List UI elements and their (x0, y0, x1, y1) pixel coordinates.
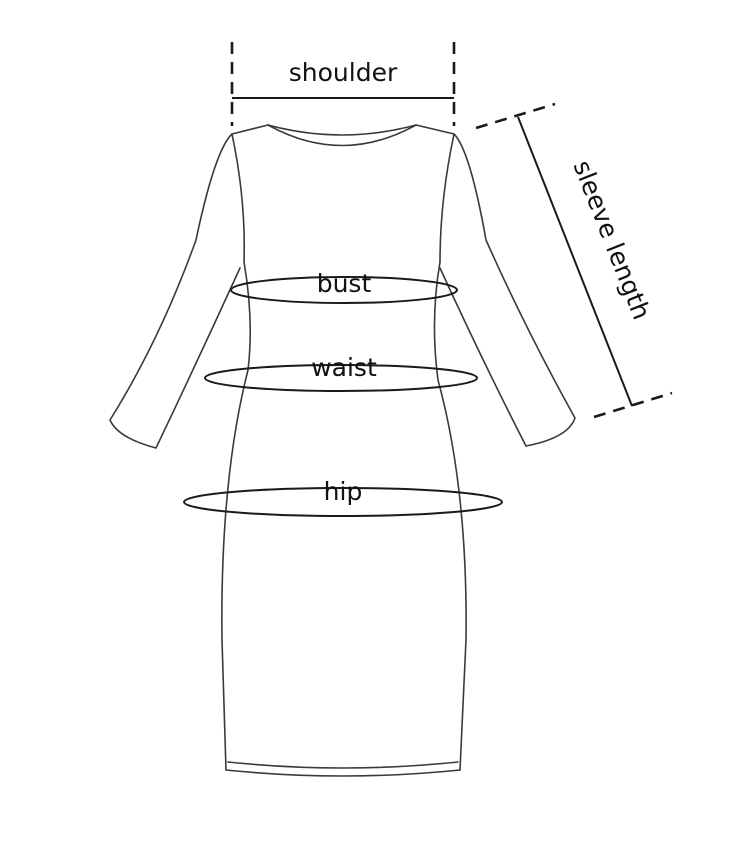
hip-label: hip (324, 477, 363, 506)
right-sleeve (439, 133, 576, 447)
bust-measurement: bust (230, 269, 458, 304)
hip-measurement: hip (183, 477, 503, 517)
sleeve-length-label: sleeve length (568, 156, 657, 323)
sleeve-top-dashed-guide (475, 102, 556, 130)
waist-measurement: waist (204, 353, 478, 392)
left-shoulder-seam (231, 124, 269, 135)
bust-measure-ring (230, 276, 458, 304)
waist-label: waist (311, 353, 377, 382)
neck-inner (267, 124, 417, 136)
waist-measure-ring (204, 364, 478, 392)
hip-measure-ring (183, 487, 503, 517)
dress-outline (109, 124, 576, 777)
right-side-seam (433, 261, 467, 771)
sleeve-length-measurement: sleeve length (475, 102, 673, 419)
shoulder-measurement: shoulder (230, 42, 456, 126)
left-side-seam (221, 261, 252, 771)
hem (225, 769, 461, 777)
left-sleeve (109, 133, 241, 449)
right-armhole (439, 133, 455, 263)
left-armhole (231, 133, 246, 263)
sleeve-measure-line (517, 116, 633, 407)
neckline (267, 124, 417, 147)
shoulder-label: shoulder (289, 58, 398, 87)
right-shoulder-seam (415, 124, 455, 135)
sleeve-bottom-dashed-guide (593, 391, 673, 419)
hem-inner (227, 761, 459, 769)
bust-label: bust (317, 269, 372, 298)
